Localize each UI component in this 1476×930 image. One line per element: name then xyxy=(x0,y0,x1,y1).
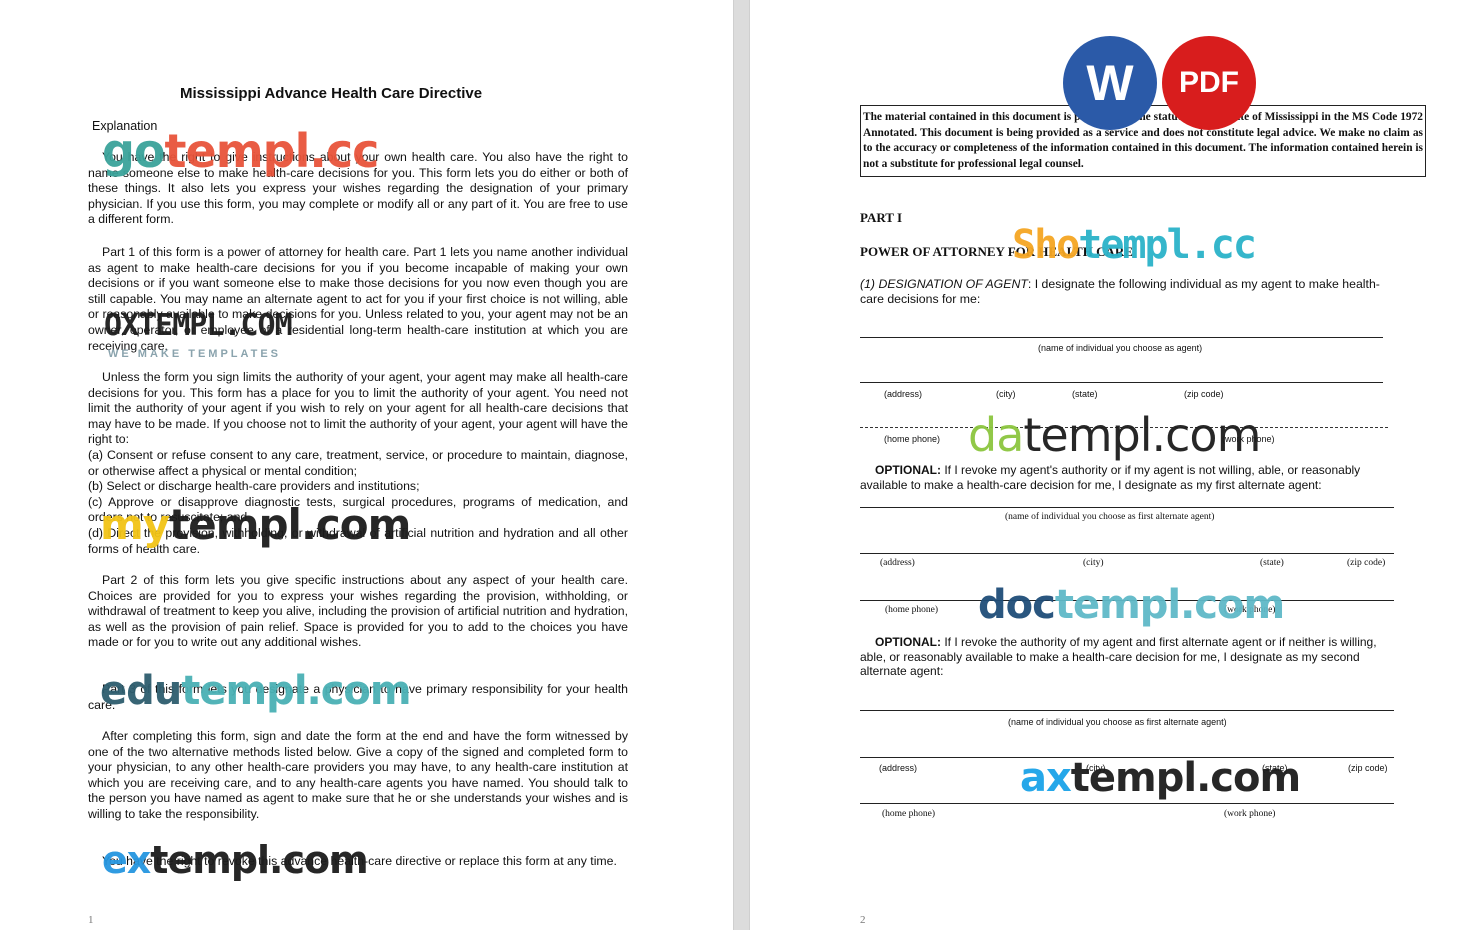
paragraph: After completing this form, sign and dat… xyxy=(88,729,628,821)
watermark-gotempl: gotempl.cc xyxy=(102,124,379,178)
agent-address-line[interactable] xyxy=(860,382,1383,383)
caption-zip: (zip code) xyxy=(1347,558,1386,568)
caption-state: (state) xyxy=(1262,763,1288,773)
caption-state: (state) xyxy=(1260,558,1284,568)
caption-city: (city) xyxy=(1083,558,1104,568)
watermark-oxtempl: OXTEMPL.COM xyxy=(104,308,293,343)
caption-home-phone: (home phone) xyxy=(884,434,941,444)
designation-of-agent: (1) DESIGNATION OF AGENT: I designate th… xyxy=(860,277,1380,306)
watermark-edutempl: edutempl.com xyxy=(100,668,412,714)
legal-disclaimer-box: The material contained in this document … xyxy=(860,105,1426,178)
paragraph: Part 1 of this form is a power of attorn… xyxy=(88,245,628,353)
watermark-oxtempl-tagline: WE MAKE TEMPLATES xyxy=(108,348,282,360)
page-number: 1 xyxy=(88,914,94,926)
caption-work-phone: (work phone) xyxy=(1224,809,1276,819)
caption-name-first-alt: (name of individual you choose as first … xyxy=(1005,512,1215,522)
second-alt-address-line[interactable] xyxy=(860,757,1394,758)
page-number: 2 xyxy=(860,914,866,926)
second-alt-phone-line[interactable] xyxy=(860,803,1394,804)
first-alt-address-line[interactable] xyxy=(860,553,1394,554)
word-format-icon[interactable]: W xyxy=(1063,36,1157,130)
document-page-1: Mississippi Advance Health Care Directiv… xyxy=(0,0,733,930)
caption-city: (city) xyxy=(1086,763,1106,773)
caption-name-second-alt: (name of individual you choose as first … xyxy=(1008,717,1227,727)
caption-address: (address) xyxy=(884,389,923,399)
paragraph: You have the right to revoke this advanc… xyxy=(102,854,617,868)
watermark-shotempl: Shotempl.cc xyxy=(1012,222,1257,268)
caption-work-phone: (work phone) xyxy=(1224,605,1276,615)
pdf-format-icon[interactable]: PDF xyxy=(1162,36,1256,130)
second-alt-name-line[interactable] xyxy=(860,710,1394,711)
caption-name-agent: (name of individual you choose as agent) xyxy=(1038,343,1203,353)
caption-work-phone: (work phone) xyxy=(1222,434,1275,444)
explanation-heading: Explanation xyxy=(92,119,158,133)
first-alt-name-line[interactable] xyxy=(860,507,1394,508)
paragraph: Part 3 of this form lets you designate a… xyxy=(88,682,628,712)
watermark-extempl: extempl.com xyxy=(102,838,369,882)
part-title: POWER OF ATTORNEY FOR HEALTH CARE xyxy=(860,244,1133,259)
first-alt-phone-line[interactable] xyxy=(860,600,1394,601)
caption-address: (address) xyxy=(879,763,918,773)
caption-home-phone: (home phone) xyxy=(882,809,936,819)
paragraph: Part 2 of this form lets you give specif… xyxy=(88,573,628,650)
caption-state: (state) xyxy=(1072,389,1098,399)
caption-address: (address) xyxy=(880,558,915,568)
paragraph: You have the right to give instructions … xyxy=(88,150,628,227)
optional-first-alternate: OPTIONAL: If I revoke my agent's authori… xyxy=(860,463,1361,492)
document-page-2: The material contained in this document … xyxy=(750,0,1476,930)
watermark-doctempl: doctempl.com xyxy=(978,582,1285,628)
page-gutter xyxy=(733,0,750,930)
watermark-datempl: datempl.com xyxy=(968,408,1261,462)
optional-second-alternate: OPTIONAL: If I revoke the authority of m… xyxy=(860,635,1377,678)
caption-home-phone: (home phone) xyxy=(885,605,939,615)
agent-name-line[interactable] xyxy=(860,337,1383,338)
caption-zip: (zip code) xyxy=(1348,763,1388,773)
paragraph: Unless the form you sign limits the auth… xyxy=(88,370,629,556)
caption-zip: (zip code) xyxy=(1184,389,1224,399)
part-label: PART I xyxy=(860,210,903,225)
watermark-axtempl: axtempl.com xyxy=(1020,755,1301,801)
caption-city: (city) xyxy=(996,389,1016,399)
agent-phone-line[interactable] xyxy=(860,427,1388,428)
watermark-mytempl: mytempl.com xyxy=(100,500,411,549)
document-title: Mississippi Advance Health Care Directiv… xyxy=(180,85,483,102)
